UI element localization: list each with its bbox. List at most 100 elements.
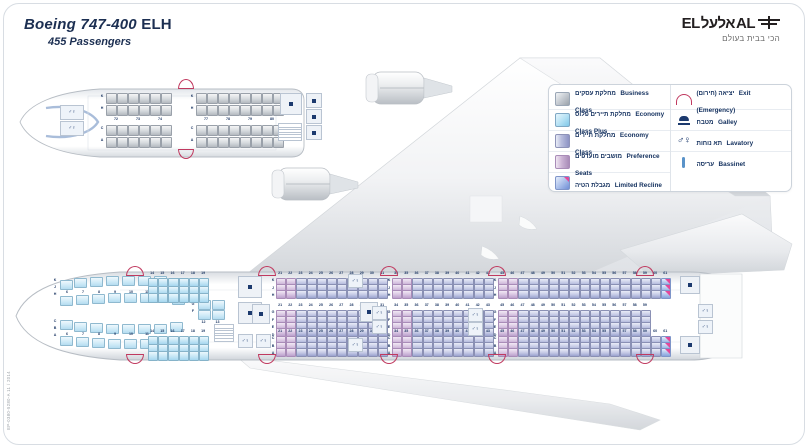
upper-deck-seat[interactable] [150,136,161,148]
business-class-seat[interactable] [60,280,73,290]
upper-deck-seat[interactable] [116,136,128,148]
economy-seat[interactable] [518,348,529,358]
economy-seat[interactable] [559,290,570,300]
economy-seat[interactable] [378,348,389,358]
economy-seat[interactable] [508,348,519,358]
upper-deck-seat[interactable] [218,93,229,104]
upper-deck-seat[interactable] [128,93,139,104]
economy-plus-seat[interactable] [148,351,159,361]
upper-deck-seat[interactable] [228,125,240,136]
business-class-seat[interactable] [106,276,119,286]
upper-deck-seat[interactable] [250,104,262,116]
business-class-seat[interactable] [60,296,73,306]
business-class-seat[interactable] [60,320,73,330]
upper-deck-seat[interactable] [138,125,150,136]
economy-seat[interactable] [296,290,307,300]
economy-seat[interactable] [498,290,509,300]
economy-seat[interactable] [306,348,317,358]
upper-deck-seat[interactable] [116,125,128,136]
economy-seat[interactable] [276,290,287,300]
upper-deck-seat[interactable] [128,136,139,148]
economy-seat[interactable] [651,290,662,300]
economy-seat[interactable] [432,348,443,358]
upper-deck-seat[interactable] [250,125,262,136]
upper-deck-seat[interactable] [160,104,172,116]
upper-deck-seat[interactable] [206,125,218,136]
upper-deck-seat[interactable] [116,93,128,104]
economy-seat[interactable] [463,348,474,358]
economy-seat[interactable] [412,290,423,300]
business-class-seat[interactable] [74,278,87,288]
upper-deck-seat[interactable] [228,104,240,116]
business-class-seat[interactable] [108,293,121,303]
economy-seat[interactable] [453,348,464,358]
economy-seat[interactable] [286,290,297,300]
economy-plus-seat[interactable] [168,351,179,361]
upper-deck-seat[interactable] [196,136,207,148]
upper-deck-seat[interactable] [128,104,139,116]
economy-seat[interactable] [620,348,631,358]
economy-seat[interactable] [316,348,327,358]
economy-seat[interactable] [600,348,611,358]
economy-seat[interactable] [306,290,317,300]
upper-deck-seat[interactable] [250,136,262,148]
economy-seat[interactable] [508,290,519,300]
upper-deck-seat[interactable] [262,125,273,136]
upper-deck-seat[interactable] [160,136,172,148]
business-class-seat[interactable] [76,337,89,347]
economy-seat[interactable] [422,290,433,300]
economy-seat[interactable] [640,290,651,300]
economy-seat[interactable] [559,348,570,358]
upper-deck-seat[interactable] [138,136,150,148]
upper-deck-seat[interactable] [150,93,161,104]
economy-plus-seat[interactable] [158,351,169,361]
upper-deck-seat[interactable] [138,93,150,104]
upper-deck-seat[interactable] [116,104,128,116]
economy-seat[interactable] [412,348,423,358]
economy-seat[interactable] [589,348,600,358]
economy-seat[interactable] [422,348,433,358]
economy-seat[interactable] [327,290,338,300]
economy-plus-seat[interactable] [199,293,210,303]
upper-deck-seat[interactable] [206,93,218,104]
upper-deck-seat[interactable] [206,104,218,116]
economy-seat[interactable] [528,290,539,300]
economy-plus-seat[interactable] [158,293,169,303]
business-class-seat[interactable] [106,324,119,334]
economy-seat[interactable] [620,290,631,300]
economy-seat[interactable] [402,290,413,300]
limited-recline-seat[interactable] [661,348,672,358]
upper-deck-seat[interactable] [240,125,251,136]
upper-deck-seat[interactable] [196,125,207,136]
business-class-seat[interactable] [76,295,89,305]
economy-seat[interactable] [337,348,348,358]
business-class-seat[interactable] [74,322,87,332]
economy-seat[interactable] [528,348,539,358]
economy-seat[interactable] [347,290,358,300]
upper-deck-seat[interactable] [262,104,273,116]
economy-seat[interactable] [392,348,403,358]
economy-seat[interactable] [463,290,474,300]
economy-seat[interactable] [402,348,413,358]
economy-seat[interactable] [432,290,443,300]
economy-seat[interactable] [443,290,454,300]
economy-seat[interactable] [600,290,611,300]
economy-seat[interactable] [569,290,580,300]
business-class-seat[interactable] [124,339,137,349]
economy-seat[interactable] [473,290,484,300]
business-class-seat[interactable] [198,310,211,320]
business-class-seat[interactable] [108,339,121,349]
economy-plus-seat[interactable] [148,293,159,303]
economy-seat[interactable] [579,290,590,300]
upper-deck-seat[interactable] [150,125,161,136]
economy-seat[interactable] [367,290,378,300]
business-class-seat[interactable] [90,277,103,287]
economy-seat[interactable] [443,348,454,358]
upper-deck-seat[interactable] [262,93,273,104]
upper-deck-seat[interactable] [240,104,251,116]
business-class-seat[interactable] [122,276,135,286]
business-class-seat[interactable] [212,310,225,320]
upper-deck-seat[interactable] [218,104,229,116]
economy-seat[interactable] [630,290,641,300]
economy-seat[interactable] [549,348,560,358]
